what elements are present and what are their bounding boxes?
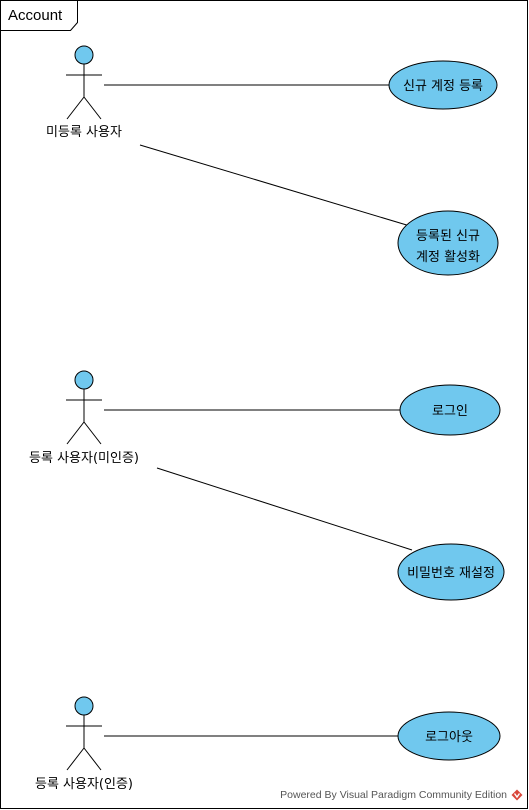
actor-head (74, 370, 94, 390)
actor-label: 등록 사용자(미인증) (29, 451, 139, 466)
use-case-register[interactable]: 신규 계정 등록 (388, 60, 498, 110)
associations (104, 84, 413, 737)
actor-registered-verified[interactable] (66, 696, 102, 771)
actor-label: 미등록 사용자 (46, 125, 122, 140)
use-case-logout[interactable]: 로그아웃 (397, 711, 501, 761)
use-case-label-line-2: 계정 활성화 (416, 250, 480, 265)
footer-watermark: Powered By Visual Paradigm Community Edi… (280, 789, 507, 801)
use-case-login[interactable]: 로그인 (399, 384, 501, 436)
frame-title: Account (8, 7, 63, 24)
association-unregistered-activate (139, 144, 411, 227)
actor-head (74, 696, 94, 716)
use-case-activate[interactable]: 등록된 신규 계정 활성화 (397, 210, 499, 276)
use-case-label: 신규 계정 등록 (403, 79, 483, 94)
use-case-label: 비밀번호 재설정 (407, 566, 495, 581)
visual-paradigm-logo-icon (511, 789, 523, 801)
use-case-label: 로그아웃 (425, 730, 473, 745)
actor-label: 등록 사용자(인증) (35, 777, 133, 792)
association-unverified-reset (156, 467, 413, 551)
actor-head (74, 45, 94, 65)
actor-registered-unverified[interactable] (66, 370, 102, 445)
use-case-label-line-1: 등록된 신규 (416, 229, 480, 244)
use-case-reset-password[interactable]: 비밀번호 재설정 (397, 543, 505, 601)
actor-unregistered[interactable] (66, 45, 102, 120)
frame-title-tab (0, 0, 78, 31)
use-case-label: 로그인 (432, 404, 468, 419)
